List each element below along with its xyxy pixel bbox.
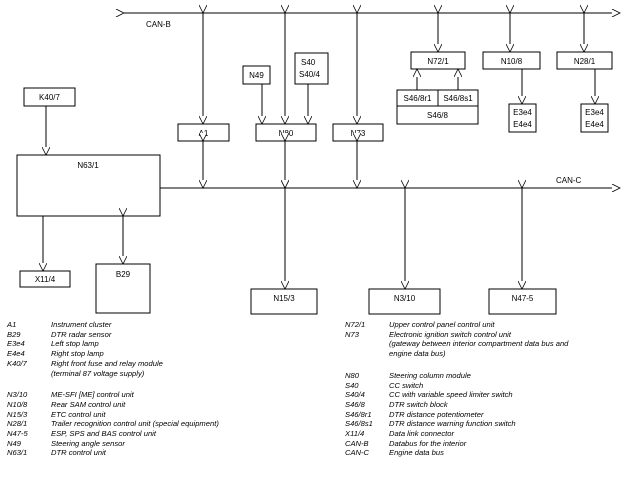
can-c-label: CAN-C: [556, 176, 582, 185]
n10-8-e4e4-label: E4e4: [513, 120, 532, 129]
legend-row: (gateway between interior compartment da…: [389, 339, 569, 349]
n63-1-label: N63/1: [77, 161, 99, 170]
n28-1-lamps-box: [580, 103, 609, 133]
n28-1-e3e4-label: E3e4: [585, 108, 604, 117]
legend-row: engine data bus): [389, 349, 446, 359]
s40-4-label: S40/4: [299, 70, 320, 79]
s46-8s1-label: S46/8s1: [443, 94, 473, 103]
s46-8r1-label: S46/8r1: [403, 94, 432, 103]
s40-label: S40: [301, 58, 316, 67]
n15-3-box: [250, 288, 318, 315]
n72-1-box: [410, 51, 466, 70]
n3-10-label: N3/10: [394, 294, 416, 303]
legend-spacer: [345, 359, 568, 371]
n10-8-label: N10/8: [501, 57, 523, 66]
n49-box: [242, 65, 271, 85]
n73-label: N73: [351, 129, 366, 138]
n47-5-box: [488, 288, 557, 315]
n28-1-label: N28/1: [574, 57, 596, 66]
n80-label: N80: [279, 129, 294, 138]
b29-label: B29: [116, 270, 131, 279]
k40-7-box: [23, 87, 76, 107]
n63-1-box: [16, 154, 161, 217]
can-b-label: CAN-B: [146, 20, 171, 29]
x11-4-box: [19, 270, 71, 288]
n10-8-box: [482, 51, 541, 70]
legend-row: (terminal 87 voltage supply): [51, 368, 145, 378]
x11-4-label: X11/4: [35, 275, 56, 284]
a1-label: A1: [199, 129, 209, 138]
n72-1-label: N72/1: [427, 57, 449, 66]
n15-3-label: N15/3: [273, 294, 295, 303]
n28-1-box: [556, 51, 613, 70]
n28-1-e4e4-label: E4e4: [585, 120, 604, 129]
k40-7-label: K40/7: [39, 93, 60, 102]
s40-box: [294, 52, 329, 85]
n47-5-label: N47-5: [512, 294, 534, 303]
b29-box: [95, 263, 151, 314]
n10-8-lamps-box: [508, 103, 537, 133]
n49-label: N49: [249, 71, 264, 80]
n3-10-box: [368, 288, 441, 315]
n10-8-e3e4-label: E3e4: [513, 108, 532, 117]
s46-8-label: S46/8: [427, 111, 448, 120]
legend-spacer: [7, 378, 219, 390]
